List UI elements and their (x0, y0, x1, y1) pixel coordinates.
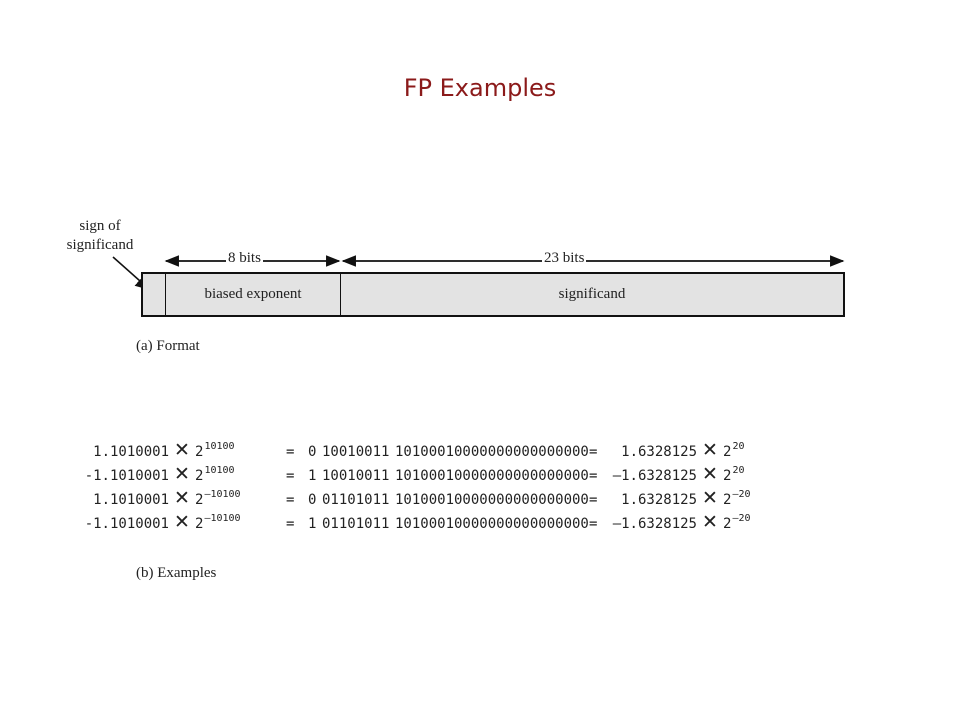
sign-bit: 1 (308, 468, 317, 484)
rhs-exponent: 20 (732, 441, 745, 452)
times-symbol: ✕ (702, 463, 718, 485)
examples-table: 1.1010001 ✕ 210100 = 0 10010011 10100010… (72, 439, 763, 535)
exponent-bits: 10010011 (322, 444, 390, 460)
rhs-power: 220 (723, 465, 763, 484)
example-row: -1.1010001 ✕ 210100 = 1 10010011 1010001… (72, 463, 763, 487)
format-caption: (a) Format (136, 338, 200, 354)
significand-bits: 10100010000000000000000 (395, 468, 589, 484)
exponent-bits: 01101011 (322, 516, 390, 532)
exponent-bits: 10010011 (322, 468, 390, 484)
lhs-value: 1.1010001 (93, 444, 169, 460)
lhs-exponent: 10100 (204, 465, 235, 476)
equals-sign: = (286, 516, 295, 532)
equals-sign: = (286, 468, 295, 484)
times-symbol: ✕ (174, 463, 190, 485)
lhs-exponent: –10100 (204, 513, 241, 524)
lhs-base: 2 (195, 444, 204, 460)
lhs-value: -1.1010001 (84, 468, 169, 484)
rhs-power: 220 (723, 441, 763, 460)
significand-bits: 10100010000000000000000 (395, 516, 589, 532)
examples-caption: (b) Examples (136, 565, 217, 581)
lhs-power: 210100 (195, 465, 286, 484)
rhs-value: 1.6328125 (621, 492, 697, 508)
rhs-exponent: –20 (732, 489, 751, 500)
example-row: -1.1010001 ✕ 2–10100 = 1 01101011 101000… (72, 511, 763, 535)
sign-bit-field (143, 274, 166, 315)
times-symbol: ✕ (174, 511, 190, 533)
equals-sign: = (589, 444, 598, 460)
lhs-base: 2 (195, 516, 204, 532)
sign-of-significand-label: sign of significand (52, 217, 148, 255)
rhs-base: 2 (723, 468, 732, 484)
lhs-power: 2–10100 (195, 489, 286, 508)
equals-sign: = (286, 444, 295, 460)
equals-sign: = (589, 492, 598, 508)
rhs-base: 2 (723, 444, 732, 460)
sign-label-line-2: significand (66, 237, 134, 253)
significand-bits: 10100010000000000000000 (395, 444, 589, 460)
lhs-exponent: 10100 (204, 441, 235, 452)
rhs-value: –1.6328125 (612, 468, 697, 484)
rhs-power: 2–20 (723, 489, 763, 508)
times-symbol: ✕ (174, 487, 190, 509)
equals-sign: = (589, 468, 598, 484)
equals-sign: = (589, 516, 598, 532)
exponent-bits-label: 8 bits (226, 250, 263, 267)
exponent-bits: 01101011 (322, 492, 390, 508)
ieee-format-box: biased exponent significand (141, 272, 845, 317)
rhs-power: 2–20 (723, 513, 763, 532)
sign-bit: 0 (308, 444, 317, 460)
significand-field: significand (558, 286, 626, 302)
lhs-value: 1.1010001 (93, 492, 169, 508)
lhs-power: 210100 (195, 441, 286, 460)
times-symbol: ✕ (702, 439, 718, 461)
biased-exponent-field: biased exponent (166, 274, 341, 315)
sign-bit: 0 (308, 492, 317, 508)
lhs-base: 2 (195, 492, 204, 508)
equals-sign: = (286, 492, 295, 508)
lhs-base: 2 (195, 468, 204, 484)
rhs-base: 2 (723, 492, 732, 508)
times-symbol: ✕ (702, 511, 718, 533)
lhs-value: -1.1010001 (84, 516, 169, 532)
lhs-power: 2–10100 (195, 513, 286, 532)
times-symbol: ✕ (174, 439, 190, 461)
sign-label-line-1: sign of (79, 218, 121, 234)
rhs-value: –1.6328125 (612, 516, 697, 532)
sign-bit: 1 (308, 516, 317, 532)
times-symbol: ✕ (702, 487, 718, 509)
example-row: 1.1010001 ✕ 210100 = 0 10010011 10100010… (72, 439, 763, 463)
lhs-exponent: –10100 (204, 489, 241, 500)
significand-bits: 10100010000000000000000 (395, 492, 589, 508)
slide-title: FP Examples (403, 74, 557, 102)
rhs-exponent: –20 (732, 513, 751, 524)
significand-bits-label: 23 bits (542, 250, 587, 267)
rhs-base: 2 (723, 516, 732, 532)
example-row: 1.1010001 ✕ 2–10100 = 0 01101011 1010001… (72, 487, 763, 511)
rhs-value: 1.6328125 (621, 444, 697, 460)
rhs-exponent: 20 (732, 465, 745, 476)
